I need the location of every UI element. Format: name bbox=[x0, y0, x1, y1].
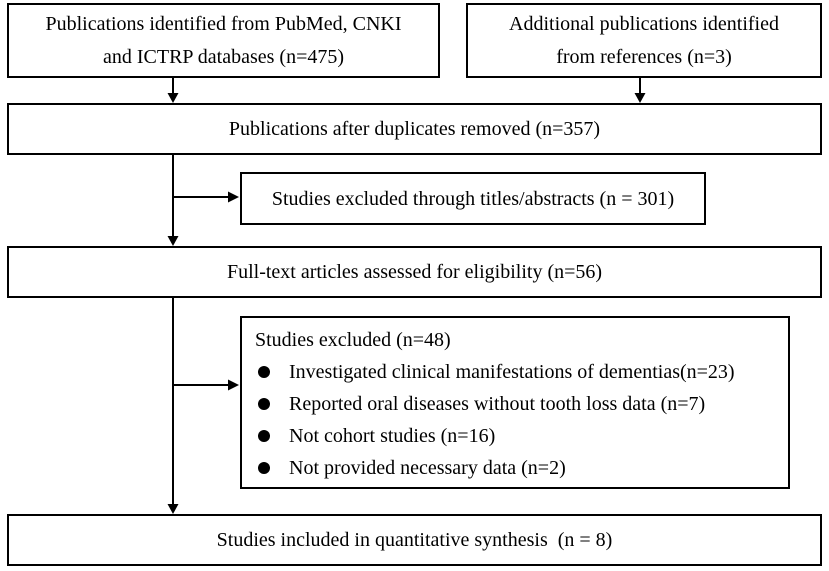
arrowhead-down-icon bbox=[167, 504, 179, 514]
after-duplicates-box: Publications after duplicates removed (n… bbox=[7, 103, 822, 155]
identified-references-line-2: from references (n=3) bbox=[556, 45, 732, 68]
arrowhead-down-icon bbox=[167, 93, 179, 103]
arrowhead-right-icon bbox=[228, 379, 239, 391]
exclusion-reason: Investigated clinical manifestations of … bbox=[255, 356, 788, 388]
included-studies-text: Studies included in quantitative synthes… bbox=[216, 529, 613, 551]
bullet-icon bbox=[258, 462, 270, 474]
bullet-icon bbox=[258, 430, 270, 442]
excluded-titles-box: Studies excluded through titles/abstract… bbox=[240, 172, 706, 225]
exclusion-reason: Not cohort studies (n=16) bbox=[255, 420, 788, 452]
identified-references-box: Additional publications identified from … bbox=[466, 3, 822, 78]
exclusion-reason: Not provided necessary data (n=2) bbox=[255, 452, 788, 484]
identified-database-line-2: and ICTRP databases (n=475) bbox=[102, 45, 345, 68]
included-studies-box: Studies included in quantitative synthes… bbox=[7, 514, 822, 566]
excluded-full-text-title: Studies excluded (n=48) bbox=[255, 329, 451, 351]
exclusion-reason-text: Not provided necessary data (n=2) bbox=[289, 457, 566, 479]
arrowhead-right-icon bbox=[228, 191, 239, 203]
arrowhead-down-icon bbox=[167, 236, 179, 246]
identified-references-line-1: Additional publications identified bbox=[509, 12, 779, 35]
after-duplicates-text: Publications after duplicates removed (n… bbox=[228, 118, 601, 140]
excluded-full-text-box: Studies excluded (n=48) Investigated cli… bbox=[240, 316, 790, 489]
full-text-assessed-box: Full-text articles assessed for eligibil… bbox=[7, 246, 822, 298]
exclusion-reason: Reported oral diseases without tooth los… bbox=[255, 388, 788, 420]
identified-database-box: Publications identified from PubMed, CNK… bbox=[7, 3, 440, 78]
exclusion-reasons-list: Investigated clinical manifestations of … bbox=[255, 356, 788, 484]
full-text-assessed-text: Full-text articles assessed for eligibil… bbox=[226, 261, 603, 283]
arrowhead-down-icon bbox=[634, 93, 646, 103]
exclusion-reason-text: Not cohort studies (n=16) bbox=[289, 425, 496, 447]
exclusion-reason-text: Investigated clinical manifestations of … bbox=[289, 361, 735, 383]
exclusion-reason-text: Reported oral diseases without tooth los… bbox=[289, 393, 706, 415]
bullet-icon bbox=[258, 398, 270, 410]
identified-database-line-1: Publications identified from PubMed, CNK… bbox=[45, 12, 402, 35]
bullet-icon bbox=[258, 366, 270, 378]
excluded-titles-text: Studies excluded through titles/abstract… bbox=[271, 187, 675, 210]
